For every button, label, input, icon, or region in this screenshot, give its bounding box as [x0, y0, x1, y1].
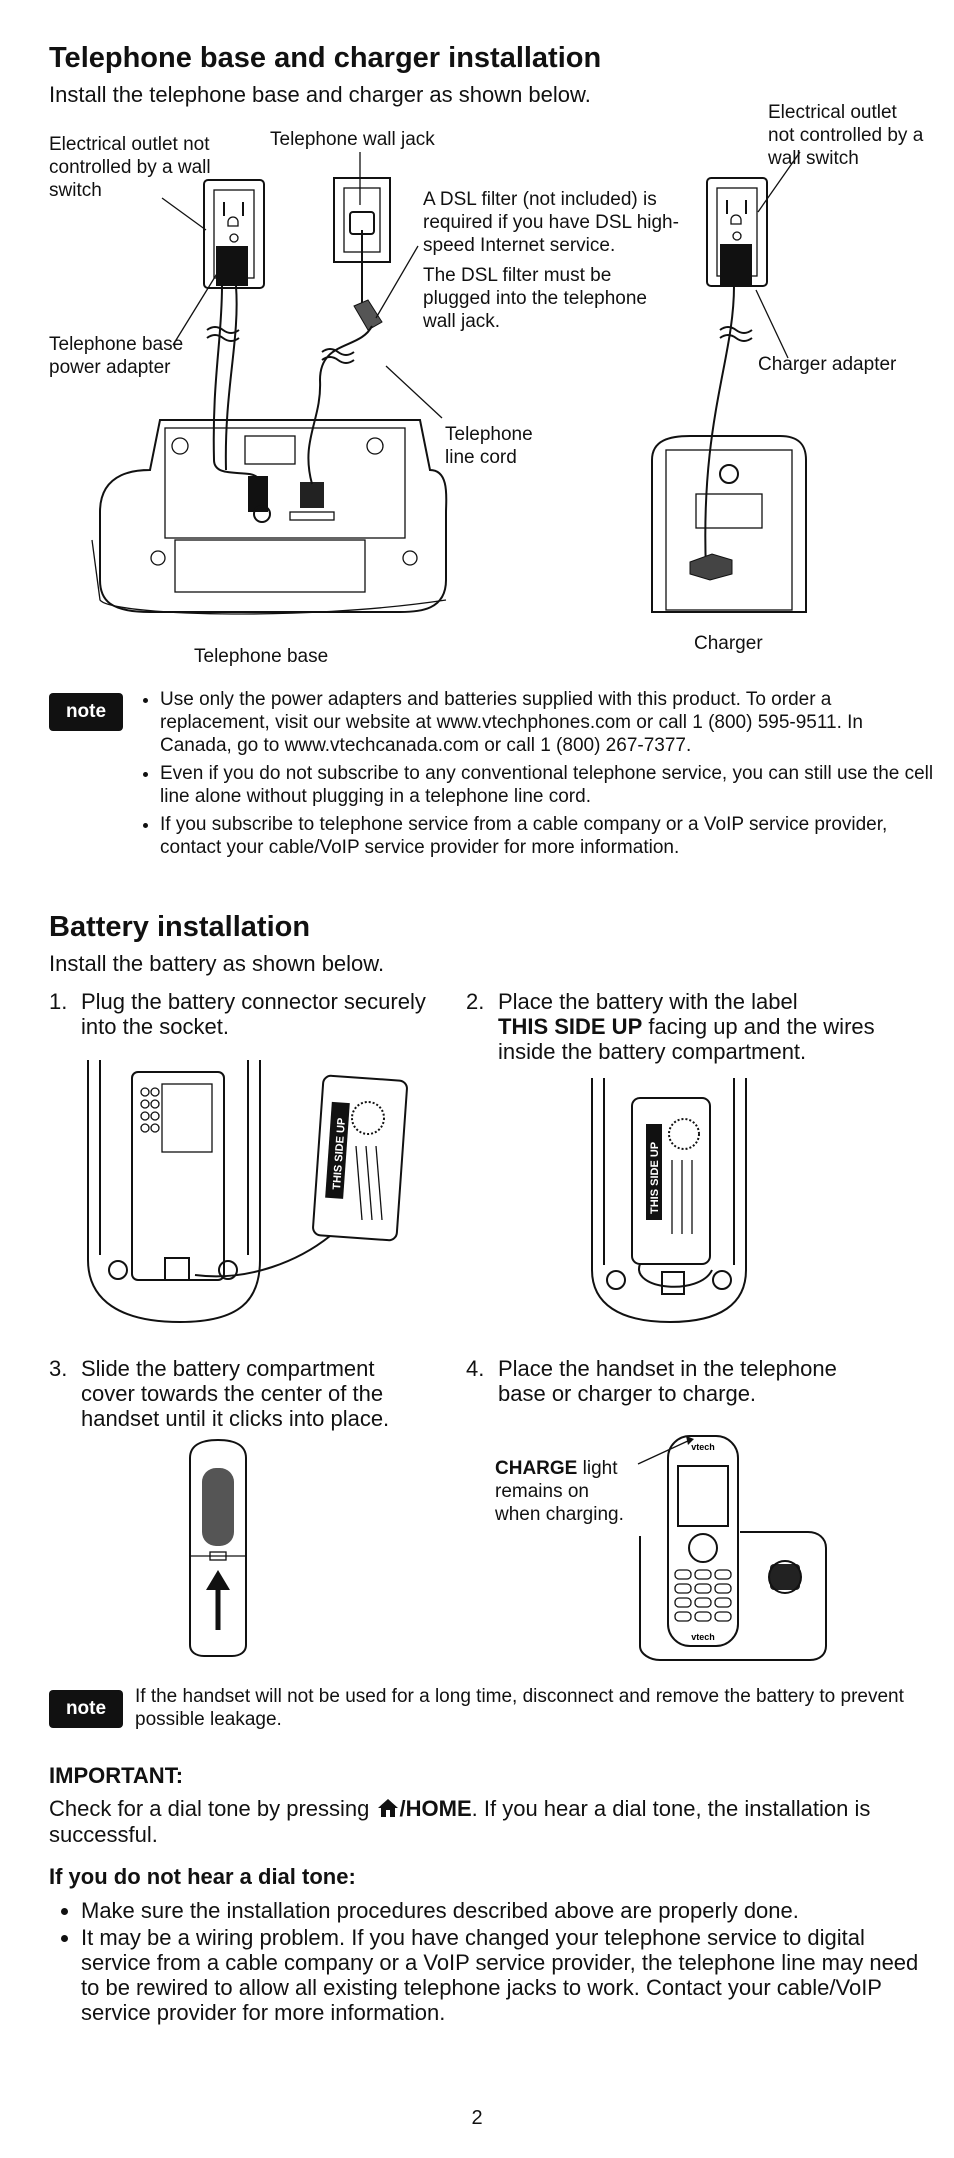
section-title-battery: Battery installation [49, 911, 311, 943]
battery-label-step2: THIS SIDE UP [649, 1142, 661, 1214]
wall-jack [319, 177, 391, 381]
left-outlet [203, 179, 265, 289]
label-charger: Charger [694, 633, 763, 654]
note-list-installation: Use only the power adapters and batterie… [130, 688, 940, 864]
battery-step-3: 3. Slide the battery compartment cover t… [49, 1356, 429, 1431]
page-number: 2 [471, 2107, 483, 2129]
this-side-up-label: THIS SIDE UP [498, 1014, 643, 1039]
step-number: 4. [466, 1356, 485, 1381]
note-item: If you subscribe to telephone service fr… [160, 813, 940, 859]
label-charger-adapter: Charger adapter [758, 354, 897, 375]
note-badge: note [49, 1690, 123, 1728]
no-dial-tone-list: Make sure the installation procedures de… [49, 1898, 936, 2027]
list-item: Make sure the installation procedures de… [81, 1898, 936, 1923]
step-text: Place the handset in the telephone base … [498, 1356, 837, 1406]
note-item: Use only the power adapters and batterie… [160, 688, 940, 757]
label-line-cord: Telephone line cord [445, 424, 533, 468]
step-text: Slide the battery compartment cover towa… [81, 1356, 390, 1431]
battery-label-step1: THIS SIDE UP [331, 1117, 348, 1190]
note-badge: note [49, 693, 123, 731]
brand-handset: vtech [691, 1442, 715, 1452]
label-dsl-required: A DSL filter (not included) is required … [423, 189, 679, 256]
label-outlet-left: Electrical outlet not controlled by a wa… [49, 134, 211, 201]
important-check-text: Check for a dial tone by pressing /HOME.… [49, 1796, 871, 1847]
list-item: It may be a wiring problem. If you have … [81, 1925, 936, 2025]
handset-back-step1: THIS SIDE UP [87, 1060, 408, 1324]
note-item: Even if you do not subscribe to any conv… [160, 762, 940, 808]
step-number: 1. [49, 989, 68, 1014]
label-telephone-base: Telephone base [194, 646, 329, 667]
battery-illustrations: THIS SIDE UP THIS SIDE UP [87, 1060, 747, 1324]
charge-light-label: CHARGE light remains on when charging. [495, 1458, 624, 1525]
installation-diagram [91, 151, 807, 615]
battery-step-4: 4. Place the handset in the telephone ba… [466, 1356, 886, 1406]
telephone-base-illustration [91, 379, 448, 615]
label-outlet-right: Electrical outlet not controlled by a wa… [768, 102, 924, 169]
handset-back-step2: THIS SIDE UP [591, 1078, 747, 1324]
note-battery-leakage: If the handset will not be used for a lo… [135, 1686, 904, 1730]
step-text: Plug the battery connector securely into… [81, 989, 426, 1039]
no-dial-tone-heading: If you do not hear a dial tone: [49, 1864, 356, 1889]
home-icon [377, 1799, 398, 1817]
right-outlet [704, 177, 768, 571]
brand-base: vtech [691, 1632, 715, 1642]
battery-step-1: 1. Plug the battery connector securely i… [49, 989, 439, 1039]
step-number: 3. [49, 1356, 68, 1381]
handset-in-base: vtech vtech [637, 1435, 827, 1661]
important-heading: IMPORTANT: [49, 1763, 184, 1788]
label-dsl-plugged: The DSL filter must be plugged into the … [423, 265, 647, 332]
charger-illustration [651, 435, 807, 613]
step-number: 2. [466, 989, 485, 1014]
label-base-adapter: Telephone base power adapter [49, 334, 184, 378]
section-subtitle-battery: Install the battery as shown below. [49, 951, 385, 976]
handset-illustrations: vtech vtech [189, 1435, 827, 1661]
battery-cover-handset [189, 1438, 247, 1657]
section-title-installation: Telephone base and charger installation [49, 42, 602, 74]
label-wall-jack: Telephone wall jack [270, 129, 435, 150]
section-subtitle-installation: Install the telephone base and charger a… [49, 82, 591, 107]
